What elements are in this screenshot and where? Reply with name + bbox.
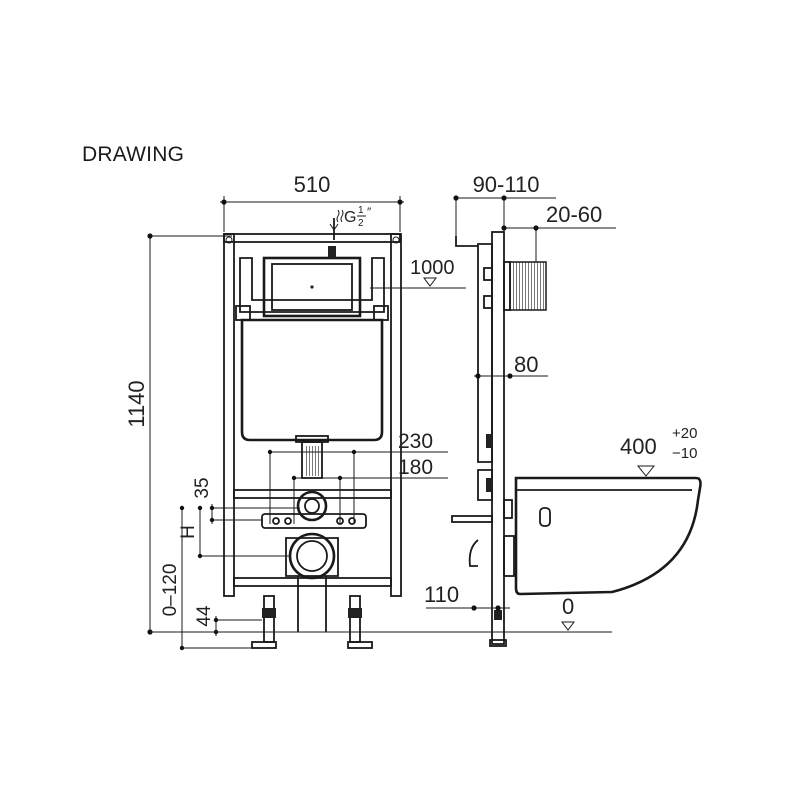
dim-width-510: 510 bbox=[294, 172, 331, 197]
side-labels: 90-110 20-60 1000 80 110 0 400 +20 −10 bbox=[410, 172, 697, 619]
side-dimensions bbox=[426, 195, 700, 631]
level-1000: 1000 bbox=[410, 257, 455, 279]
dim-44: 44 bbox=[194, 605, 215, 627]
pan-height-400: 400 bbox=[620, 434, 657, 459]
dim-35: 35 bbox=[192, 477, 213, 498]
inlet-symbol: G bbox=[344, 209, 356, 226]
pan-tolerance-plus: +20 bbox=[672, 425, 697, 442]
dim-90-110: 90-110 bbox=[473, 172, 540, 197]
drawing-heading: DRAWING bbox=[82, 143, 185, 166]
dim-height-1140: 1140 bbox=[124, 380, 149, 427]
inlet-fraction-num: 1 bbox=[358, 205, 364, 216]
dim-20-60: 20-60 bbox=[546, 202, 602, 227]
inlet-fraction-den: 2 bbox=[358, 218, 364, 229]
front-dimensions bbox=[147, 196, 612, 651]
front-labels: 510 G 1 2 ″ 1140 230 180 35 H 0–120 44 bbox=[124, 172, 433, 627]
dim-h: H bbox=[178, 525, 199, 539]
side-frame bbox=[451, 231, 702, 647]
dim-230: 230 bbox=[398, 430, 433, 453]
dim-180: 180 bbox=[398, 456, 433, 479]
inlet-unit: ″ bbox=[367, 205, 372, 219]
dim-0-120: 0–120 bbox=[160, 564, 181, 617]
front-frame bbox=[223, 233, 402, 649]
floor-level-0: 0 bbox=[562, 594, 574, 619]
dim-80: 80 bbox=[514, 352, 538, 377]
dim-110: 110 bbox=[424, 582, 459, 607]
pan-tolerance-minus: −10 bbox=[672, 445, 697, 462]
